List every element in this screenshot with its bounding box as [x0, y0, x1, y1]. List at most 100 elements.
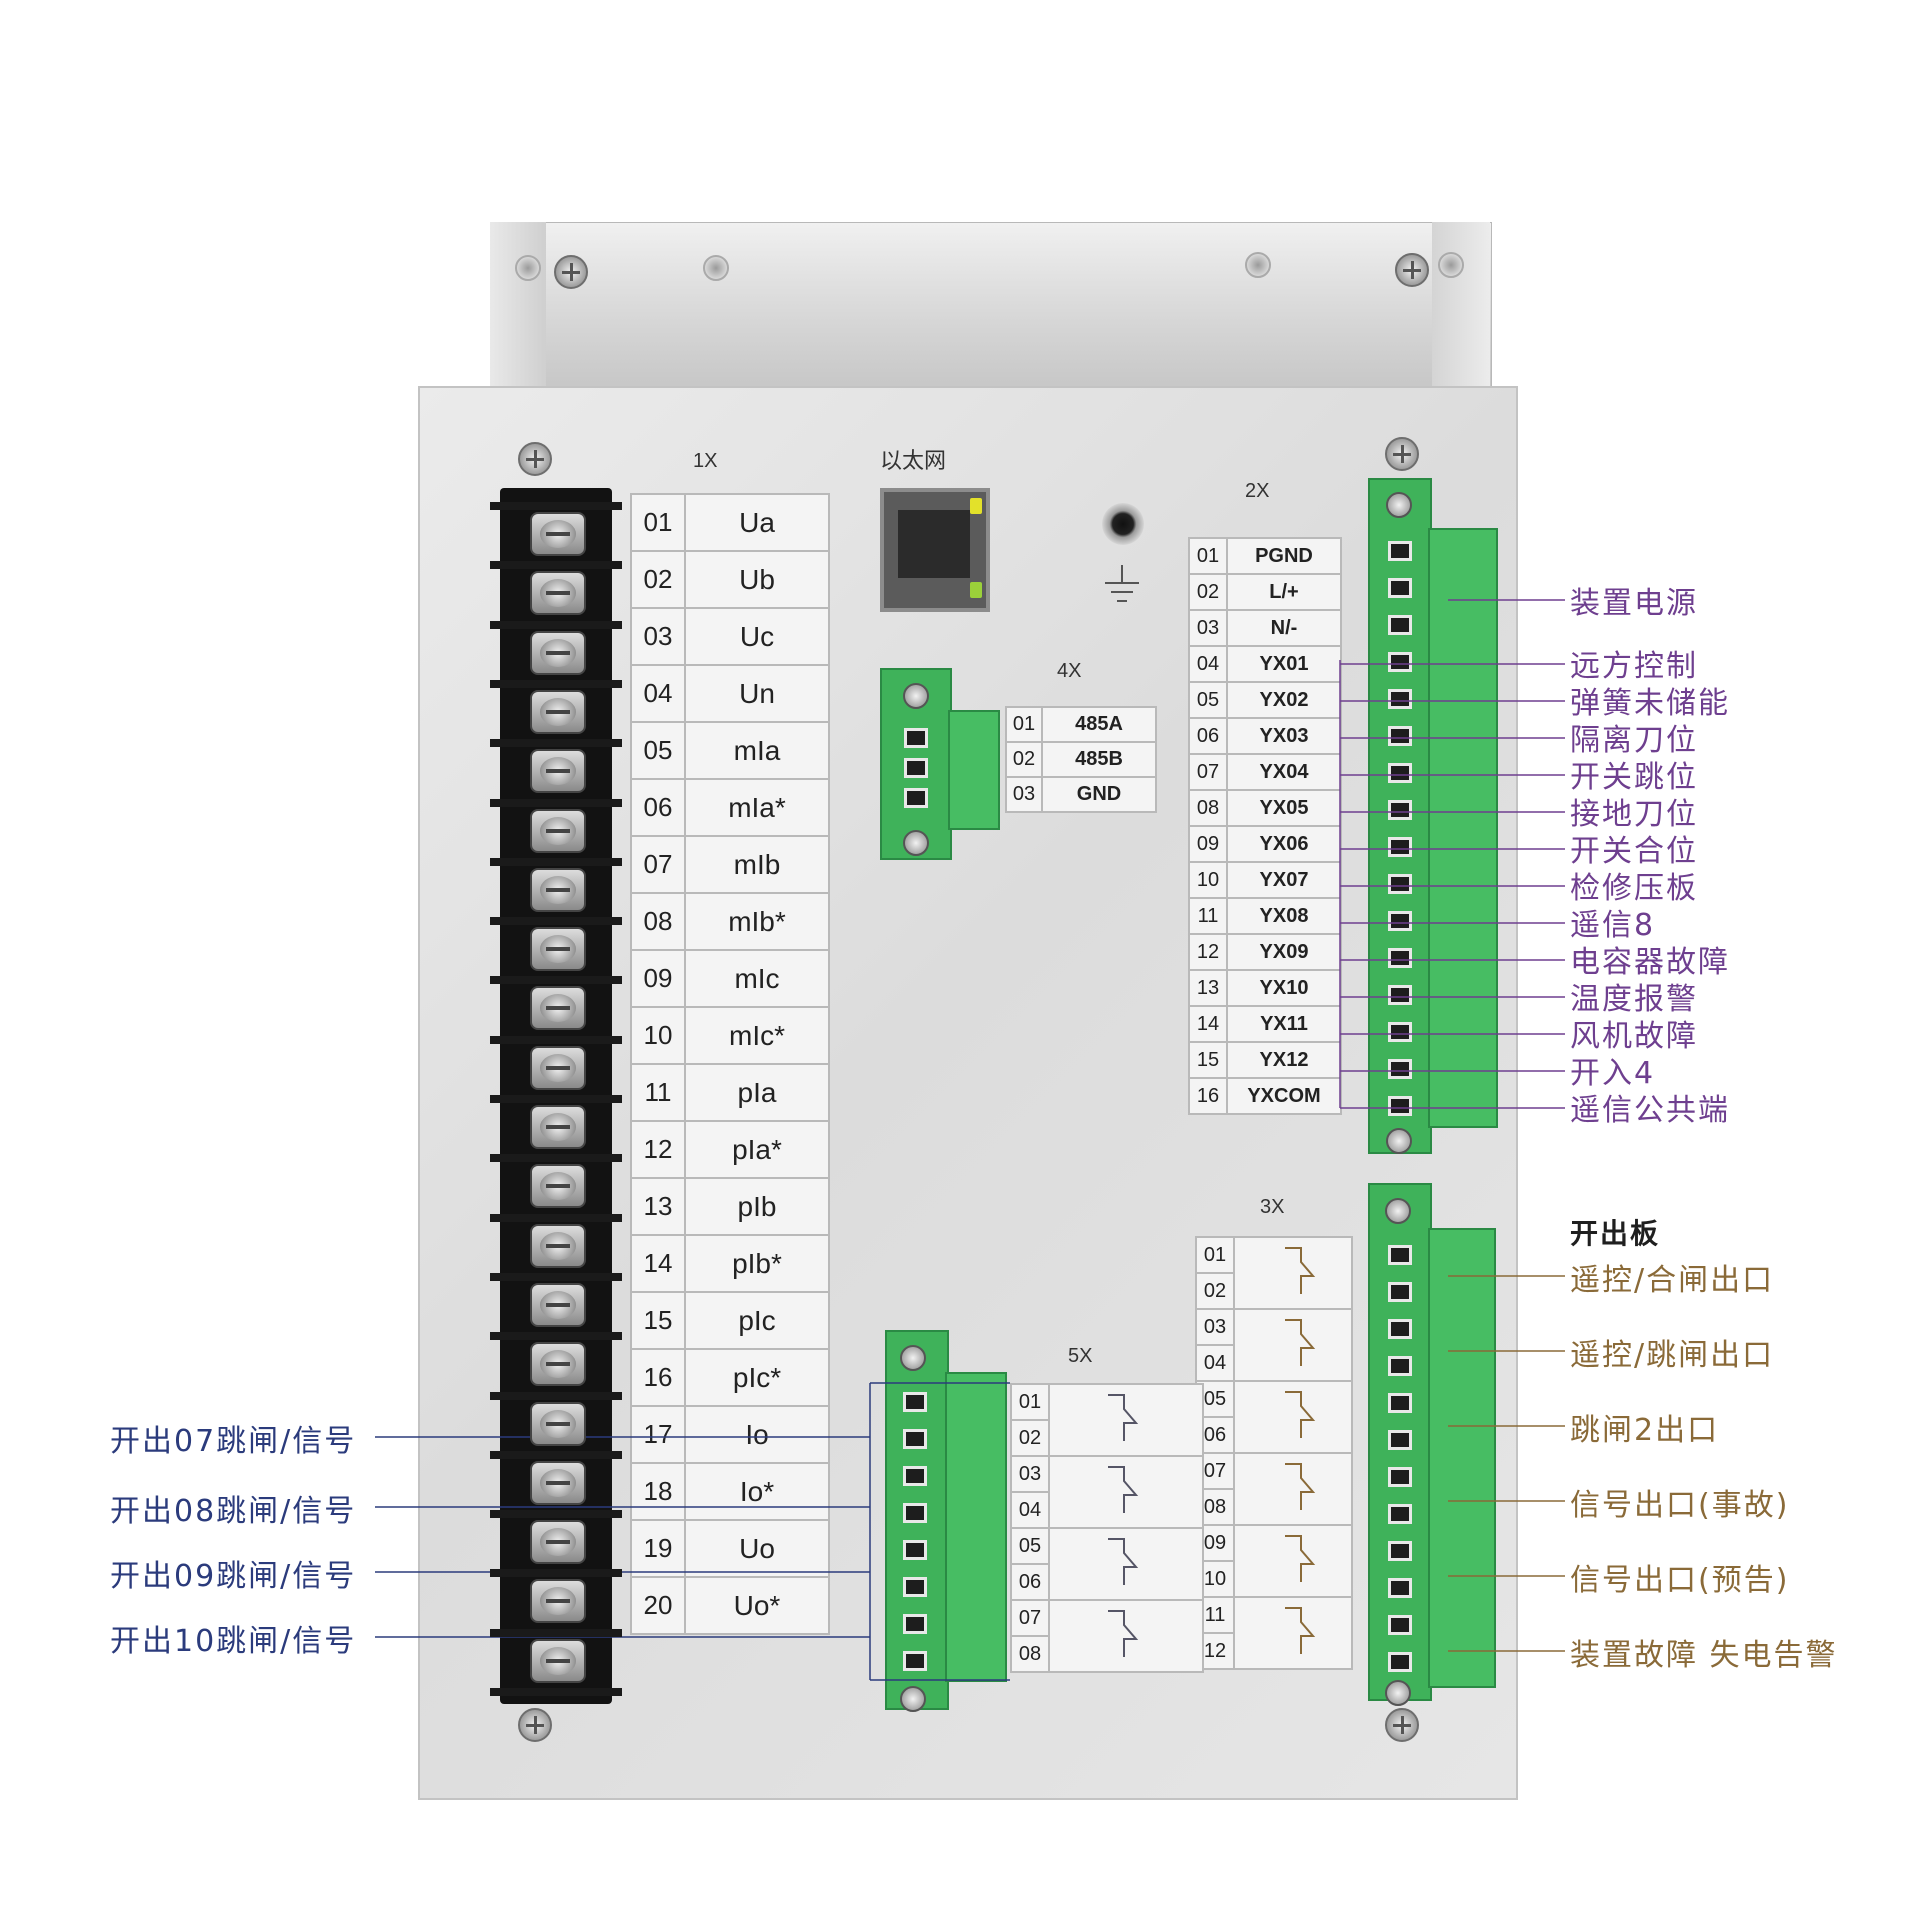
relay-contact-cell: [1233, 1236, 1353, 1310]
strip-rib: [490, 1095, 622, 1103]
connector-5x-slot[interactable]: [903, 1577, 927, 1597]
connector-2x-slot[interactable]: [1388, 1096, 1412, 1116]
connector-3x-slot[interactable]: [1388, 1615, 1412, 1635]
block-2x-title: 2X: [1245, 480, 1270, 502]
connector-2x-slot[interactable]: [1388, 874, 1412, 894]
connector-2x-slot[interactable]: [1388, 1022, 1412, 1042]
connector-5x-slot[interactable]: [903, 1540, 927, 1560]
connector-2x-slot[interactable]: [1388, 837, 1412, 857]
terminal-number: 03: [1195, 1308, 1235, 1346]
bracket-side-left: [490, 222, 546, 387]
ground-jack[interactable]: [1102, 503, 1144, 545]
terminal-screw-icon[interactable]: [530, 1460, 586, 1505]
connector-2x-slot[interactable]: [1388, 911, 1412, 931]
connector-3x-slot[interactable]: [1388, 1393, 1412, 1413]
connector-3x-slot[interactable]: [1388, 1319, 1412, 1339]
table-row: 03: [1195, 1308, 1353, 1382]
table-row: 02: [1010, 1419, 1203, 1457]
terminal-name: pIb: [684, 1177, 830, 1236]
callout-3x-label: 装置故障 失电告警: [1570, 1638, 1838, 1673]
callout-2x-label: 电容器故障: [1570, 945, 1730, 980]
terminal-screw-icon[interactable]: [530, 630, 586, 675]
terminal-name: mIb*: [684, 892, 830, 951]
terminal-number: 05: [1010, 1527, 1050, 1565]
connector-5x-slot[interactable]: [903, 1429, 927, 1449]
terminal-screw-icon[interactable]: [530, 986, 586, 1031]
terminal-screw-icon[interactable]: [530, 1342, 586, 1387]
terminal-number: 18: [630, 1462, 686, 1521]
terminal-screw-icon[interactable]: [530, 1520, 586, 1565]
connector-2x-slot[interactable]: [1388, 1059, 1412, 1079]
connector-2x-slot[interactable]: [1388, 615, 1412, 635]
terminal-name: YX04: [1226, 753, 1342, 791]
connector-3x-slot[interactable]: [1388, 1467, 1412, 1487]
terminal-screw-icon[interactable]: [530, 1164, 586, 1209]
connector-5x-screw-icon: [900, 1686, 926, 1712]
terminal-number: 05: [630, 721, 686, 780]
terminal-number: 02: [630, 550, 686, 609]
connector-2x-slot[interactable]: [1388, 763, 1412, 783]
connector-5x-slot[interactable]: [903, 1614, 927, 1634]
terminal-screw-icon[interactable]: [530, 571, 586, 616]
bracket-side-right: [1432, 222, 1490, 387]
table-row: 09: [1195, 1524, 1353, 1598]
connector-3x-slot[interactable]: [1388, 1652, 1412, 1672]
terminal-name: Uo: [684, 1519, 830, 1578]
connector-4x-slot[interactable]: [904, 788, 928, 808]
terminal-screw-icon[interactable]: [530, 1401, 586, 1446]
terminal-number: 14: [630, 1234, 686, 1293]
connector-2x-slot[interactable]: [1388, 726, 1412, 746]
relay-contact-icon: [1285, 1535, 1316, 1582]
terminal-screw-icon[interactable]: [530, 1638, 586, 1683]
ethernet-label: 以太网: [880, 448, 947, 473]
terminal-number: 08: [630, 892, 686, 951]
connector-5x-slot[interactable]: [903, 1466, 927, 1486]
callout-2x-label: 远方控制: [1570, 649, 1698, 684]
connector-4x-slot[interactable]: [904, 728, 928, 748]
connector-2x-slot[interactable]: [1388, 652, 1412, 672]
relay-contact-icon: [1108, 1610, 1139, 1657]
strip-rib: [490, 1035, 622, 1044]
connector-3x-slot[interactable]: [1388, 1541, 1412, 1561]
connector-5x-slot[interactable]: [903, 1392, 927, 1412]
connector-3x-slot[interactable]: [1388, 1245, 1412, 1265]
terminal-number: 11: [1188, 897, 1228, 935]
terminal-screw-icon[interactable]: [530, 512, 586, 556]
connector-3x-slot[interactable]: [1388, 1504, 1412, 1524]
terminal-screw-icon[interactable]: [530, 1105, 586, 1149]
terminal-number: 04: [1195, 1344, 1235, 1382]
terminal-number: 17: [630, 1405, 686, 1464]
terminal-number: 06: [1188, 717, 1228, 755]
terminal-screw-icon[interactable]: [530, 1579, 586, 1624]
terminal-screw-icon[interactable]: [530, 1045, 586, 1090]
connector-3x-slot[interactable]: [1388, 1578, 1412, 1598]
connector-2x-slot[interactable]: [1388, 985, 1412, 1005]
connector-4x-slot[interactable]: [904, 758, 928, 778]
terminal-screw-icon[interactable]: [530, 867, 586, 912]
connector-2x-slot[interactable]: [1388, 541, 1412, 561]
connector-5x-slot[interactable]: [903, 1651, 927, 1671]
connector-3x-slot[interactable]: [1388, 1430, 1412, 1450]
terminal-screw-icon[interactable]: [530, 749, 586, 794]
relay-contact-icon: [1285, 1607, 1316, 1654]
connector-2x-slot[interactable]: [1388, 800, 1412, 820]
connector-3x-slot[interactable]: [1388, 1282, 1412, 1302]
connector-2x-slot[interactable]: [1388, 578, 1412, 598]
terminal-screw-icon[interactable]: [530, 1282, 586, 1327]
connector-5x-slot[interactable]: [903, 1503, 927, 1523]
terminal-screw-icon[interactable]: [530, 1223, 586, 1268]
relay-contact-cell: [1048, 1455, 1204, 1529]
terminal-name: mIb: [684, 835, 830, 894]
terminal-screw-icon[interactable]: [530, 927, 586, 972]
connector-3x-slot[interactable]: [1388, 1356, 1412, 1376]
terminal-name: pIc*: [684, 1348, 830, 1407]
terminal-screw-icon[interactable]: [530, 689, 586, 734]
relay-contact-cell: [1233, 1524, 1353, 1598]
connector-2x-slot[interactable]: [1388, 948, 1412, 968]
terminal-number: 09: [1188, 825, 1228, 863]
terminal-screw-icon[interactable]: [530, 808, 586, 853]
connector-2x-slot[interactable]: [1388, 689, 1412, 709]
